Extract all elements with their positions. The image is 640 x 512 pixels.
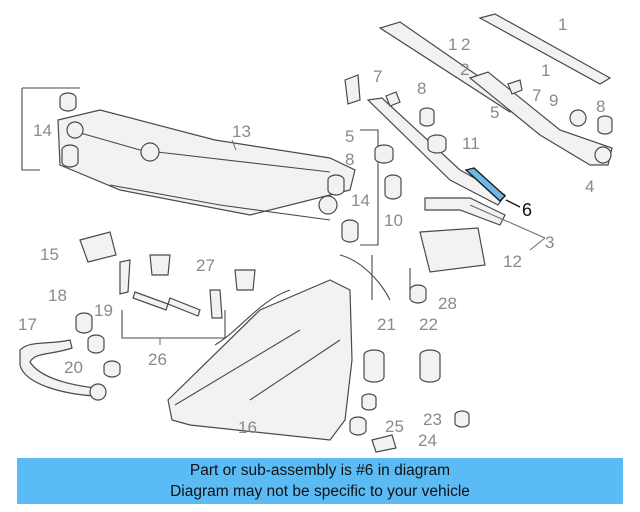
- callout-1: 1: [558, 15, 567, 34]
- callout-26: 26: [148, 350, 167, 369]
- callout-1b: 1: [541, 61, 550, 80]
- callout-12: 12: [503, 252, 522, 271]
- banner-line-2: Diagram may not be specific to your vehi…: [170, 483, 470, 500]
- callout-18: 18: [48, 286, 67, 305]
- callout-2b: 2: [460, 60, 469, 79]
- callout-labels: 1 1 2 2 1 4 3 7 7 8 8 8 9 5 5 11 10 13 1…: [18, 15, 605, 450]
- callout-9: 9: [549, 91, 558, 110]
- callout-6: 6: [522, 200, 532, 220]
- callout-5: 5: [345, 127, 354, 146]
- washer-reservoir: [167, 254, 391, 441]
- callout-13: 13: [232, 122, 251, 141]
- parts-diagram: 1 1 2 2 1 4 3 7 7 8 8 8 9 5 5 11 10 13 1…: [18, 13, 613, 453]
- callout-24: 24: [418, 431, 437, 450]
- callout-10: 10: [384, 211, 403, 230]
- callout-23: 23: [423, 410, 442, 429]
- callout-8b: 8: [596, 97, 605, 116]
- washer-pumps: [349, 255, 470, 453]
- callout-28: 28: [438, 294, 457, 313]
- callout-15: 15: [40, 245, 59, 264]
- callout-19: 19: [94, 301, 113, 320]
- info-banner: Part or sub-assembly is #6 in diagram Di…: [17, 458, 623, 504]
- callout-8c: 8: [345, 150, 354, 169]
- callout-4: 4: [585, 177, 594, 196]
- callout-5b: 5: [490, 103, 499, 122]
- banner-line-1: Part or sub-assembly is #6 in diagram: [189, 462, 451, 479]
- callout-14b: 14: [351, 191, 370, 210]
- callout-8: 8: [417, 79, 426, 98]
- highlighted-part-6: [464, 167, 507, 202]
- callout-14: 14: [33, 121, 52, 140]
- callout-1-2: 1: [448, 35, 457, 54]
- callout-25: 25: [385, 417, 404, 436]
- callout-20: 20: [64, 358, 83, 377]
- callout-7b: 7: [532, 86, 541, 105]
- callout-22: 22: [419, 315, 438, 334]
- callout-17: 17: [18, 315, 37, 334]
- callout-11: 11: [462, 134, 480, 153]
- callout-7: 7: [373, 67, 382, 86]
- wiper-arms: [366, 13, 613, 273]
- callout-21: 21: [377, 315, 396, 334]
- callout-2: 2: [461, 35, 470, 54]
- wiper-linkage-frame: [21, 87, 379, 246]
- small-hardware: [344, 74, 613, 200]
- callout-3: 3: [545, 233, 554, 252]
- callout-16: 16: [238, 418, 257, 437]
- washer-parts-left: [19, 231, 291, 401]
- callout-6-leader: [505, 199, 521, 208]
- callout-27: 27: [196, 256, 215, 275]
